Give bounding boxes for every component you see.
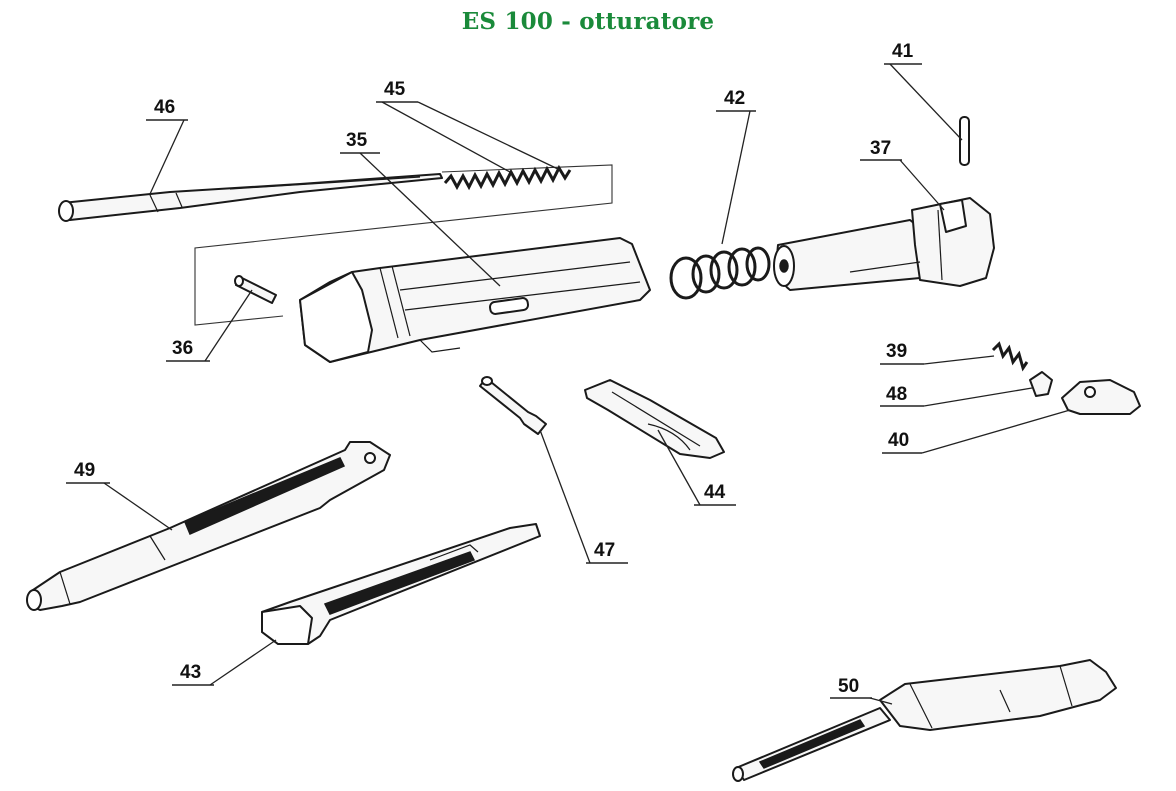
label-40-text: 40 bbox=[888, 430, 909, 451]
label-47: 47 bbox=[539, 429, 628, 564]
part-42-coil-spring bbox=[669, 246, 771, 300]
part-43-slide bbox=[261, 523, 541, 645]
label-37: 37 bbox=[860, 138, 945, 211]
part-50-bolt-assembly bbox=[732, 659, 1117, 782]
label-39-text: 39 bbox=[886, 341, 907, 362]
part-49-operating-rod bbox=[26, 441, 391, 611]
label-50: 50 bbox=[830, 676, 893, 705]
diagram-title: ES 100 - otturatore bbox=[461, 8, 715, 35]
label-41: 41 bbox=[884, 41, 963, 141]
label-45-secondary-leader bbox=[417, 101, 561, 171]
part-40-extractor bbox=[1061, 379, 1141, 415]
part-41-pin bbox=[959, 116, 970, 166]
label-36: 36 bbox=[166, 289, 253, 362]
part-44-blade bbox=[584, 379, 725, 459]
label-42: 42 bbox=[716, 88, 756, 245]
label-47-text: 47 bbox=[594, 540, 615, 561]
label-44: 44 bbox=[657, 429, 736, 506]
part-48-plunger bbox=[1029, 371, 1053, 397]
label-45: 45 bbox=[376, 79, 511, 173]
label-40: 40 bbox=[882, 409, 1071, 454]
label-42-text: 42 bbox=[724, 88, 745, 109]
label-46-text: 46 bbox=[154, 97, 175, 118]
part-45-spring bbox=[443, 164, 572, 191]
part-47-pin bbox=[479, 376, 547, 435]
label-41-text: 41 bbox=[892, 41, 914, 62]
label-45-text: 45 bbox=[384, 79, 406, 100]
part-36-pin bbox=[234, 275, 277, 304]
label-35-text: 35 bbox=[346, 130, 368, 151]
label-49-text: 49 bbox=[74, 460, 95, 481]
label-35: 35 bbox=[340, 130, 501, 287]
part-37-bolt-head bbox=[773, 197, 995, 291]
label-48: 48 bbox=[880, 384, 1033, 407]
label-43-text: 43 bbox=[180, 662, 201, 683]
label-37-text: 37 bbox=[870, 138, 891, 159]
assembly-guide-lines bbox=[194, 164, 613, 326]
label-39: 39 bbox=[880, 341, 995, 365]
label-46: 46 bbox=[146, 97, 188, 195]
part-39-small-spring bbox=[991, 341, 1029, 372]
label-44-text: 44 bbox=[704, 482, 726, 503]
label-36-text: 36 bbox=[172, 338, 193, 359]
label-48-text: 48 bbox=[886, 384, 907, 405]
part-35-bolt-body bbox=[299, 237, 651, 363]
label-50-text: 50 bbox=[838, 676, 859, 697]
part-46-firing-pin bbox=[58, 173, 443, 222]
label-43: 43 bbox=[172, 639, 277, 686]
label-49: 49 bbox=[66, 460, 173, 531]
